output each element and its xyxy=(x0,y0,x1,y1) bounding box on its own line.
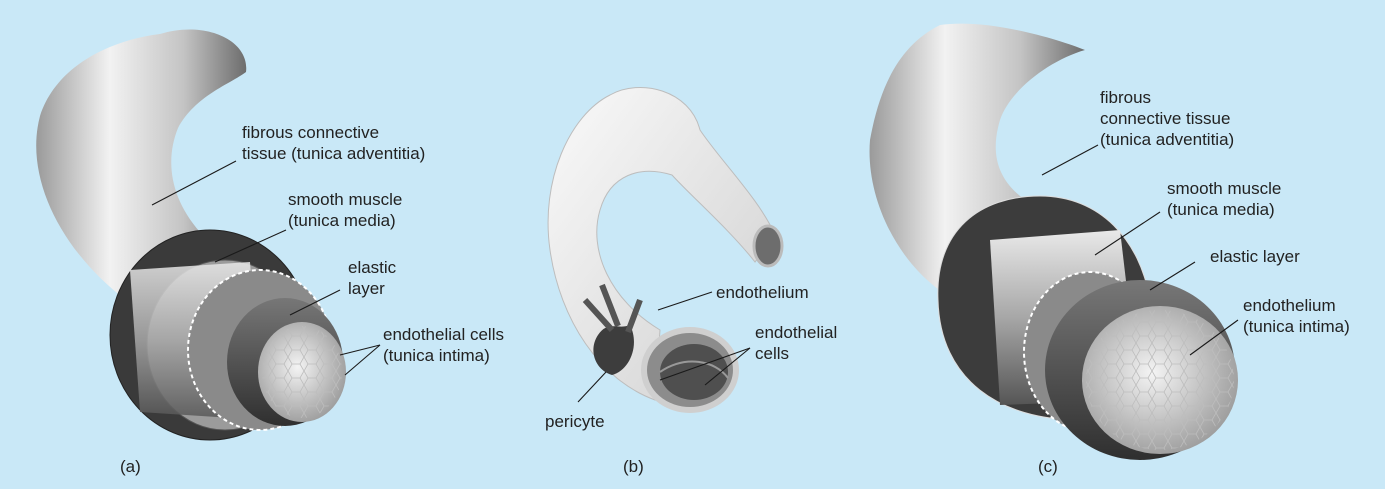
captions: (a) (b) (c) xyxy=(120,457,1058,476)
panel-c-endothelial-cells xyxy=(1086,310,1234,450)
panel-a-endothelial-cells xyxy=(262,326,342,418)
caption-c: (c) xyxy=(1038,457,1058,476)
panel-b-capillary xyxy=(548,88,782,410)
label-b-cells: endothelial cells xyxy=(755,323,842,363)
leader-c-adventitia xyxy=(1042,145,1098,175)
label-c-elastic: elastic layer xyxy=(1210,247,1300,266)
label-c-media: smooth muscle (tunica media) xyxy=(1167,179,1286,219)
label-a-adventitia: fibrous connective tissue (tunica advent… xyxy=(242,123,425,163)
label-b-endothelium: endothelium xyxy=(716,283,809,302)
label-a-media: smooth muscle (tunica media) xyxy=(288,190,407,230)
label-a-elastic: elastic layer xyxy=(348,258,401,298)
label-a-intima: endothelial cells (tunica intima) xyxy=(383,325,509,365)
caption-b: (b) xyxy=(623,457,644,476)
caption-a: (a) xyxy=(120,457,141,476)
panel-b-lumen xyxy=(660,344,728,400)
panel-c-vein xyxy=(870,24,1238,460)
label-b-pericyte: pericyte xyxy=(545,412,605,431)
panel-a-artery xyxy=(36,29,346,440)
label-c-intima: endothelium (tunica intima) xyxy=(1243,296,1350,336)
leader-b-pericyte xyxy=(578,372,606,402)
label-c-adventitia: fibrous connective tissue (tunica advent… xyxy=(1100,88,1235,149)
leader-b-endothelium xyxy=(658,292,712,310)
panel-b-far-opening xyxy=(754,226,782,266)
